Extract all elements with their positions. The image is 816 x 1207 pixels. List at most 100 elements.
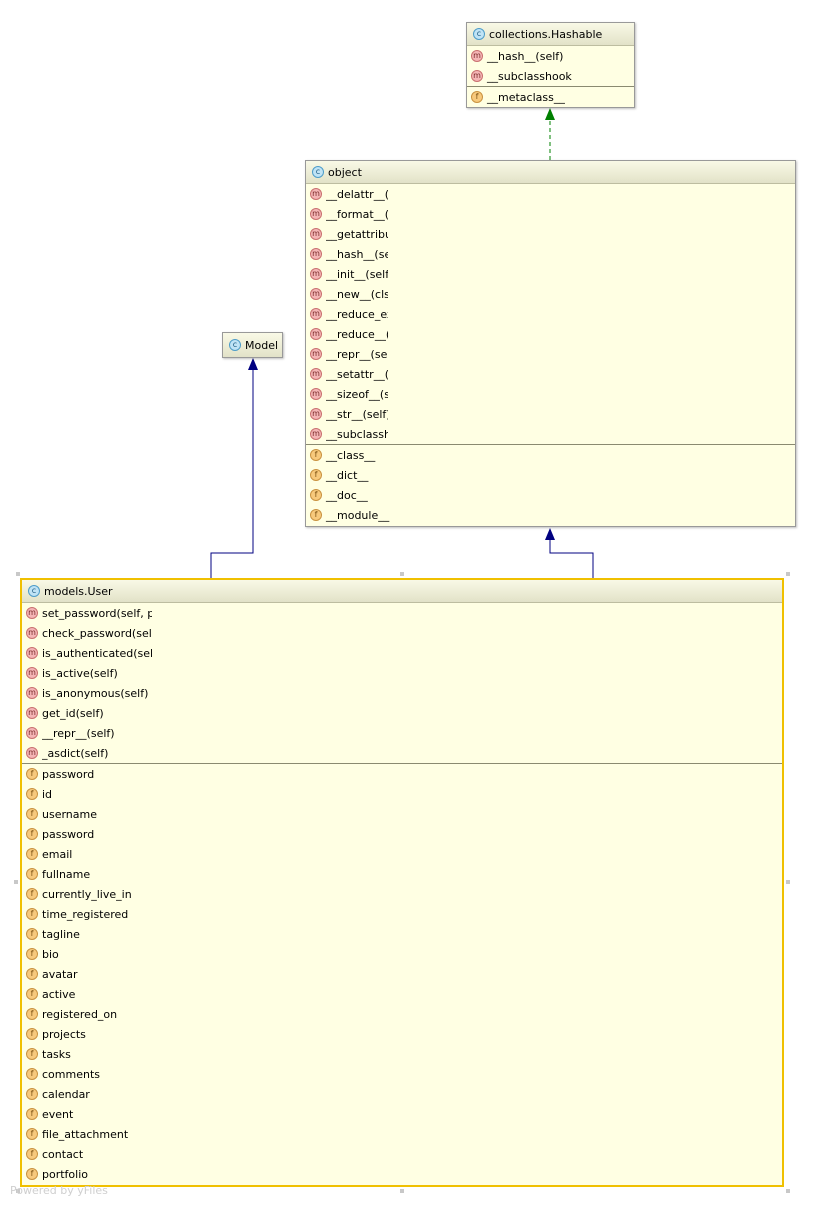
field-row[interactable]: f __class__	[306, 444, 795, 465]
method-row[interactable]: m__repr__(sel	[306, 344, 795, 364]
field-label: id	[42, 787, 53, 801]
field-icon: f	[26, 848, 38, 860]
method-row[interactable]: m is_active(self)	[22, 663, 782, 683]
resize-handle-n[interactable]	[400, 572, 404, 576]
method-icon: m	[26, 627, 38, 639]
resize-handle-nw[interactable]	[16, 572, 20, 576]
field-icon: f	[26, 948, 38, 960]
field-label: tasks	[42, 1047, 71, 1061]
method-row[interactable]: m is_authenticated(self)	[22, 643, 782, 663]
field-label: __class__	[326, 448, 376, 462]
field-row[interactable]: f__module__	[306, 505, 795, 525]
method-row[interactable]: m__reduce_ex	[306, 304, 795, 324]
method-row[interactable]: m__getattribut	[306, 224, 795, 244]
method-icon: m	[26, 667, 38, 679]
field-label: active	[42, 987, 76, 1001]
method-icon: m	[26, 727, 38, 739]
method-row[interactable]: m __hash__(self)	[467, 46, 634, 66]
class-model[interactable]: c Model	[222, 332, 283, 358]
resize-handle-s[interactable]	[400, 1189, 404, 1193]
resize-handle-e[interactable]	[786, 880, 790, 884]
field-row[interactable]: f__dict__	[306, 465, 795, 485]
method-row[interactable]: m__init__(self)	[306, 264, 795, 284]
method-icon: m	[310, 368, 322, 380]
field-icon: f	[310, 469, 322, 481]
field-label: currently_live_in	[42, 887, 132, 901]
field-icon: f	[26, 1068, 38, 1080]
method-icon: m	[26, 647, 38, 659]
field-label: __metaclass__	[487, 90, 565, 104]
resize-handle-w[interactable]	[14, 880, 18, 884]
method-row[interactable]: m__str__(self)	[306, 404, 795, 424]
field-label: tagline	[42, 927, 80, 941]
resize-handle-se[interactable]	[786, 1189, 790, 1193]
method-label: __repr__(sel	[326, 347, 388, 361]
class-collections-hashable[interactable]: c collections.Hashable m__hash__(self) m…	[466, 22, 635, 108]
method-row[interactable]: m__subclasshook	[467, 66, 634, 86]
field-icon: f	[26, 988, 38, 1000]
field-label: registered_on	[42, 1007, 118, 1021]
method-label: __hash__(se	[326, 247, 388, 261]
method-icon: m	[310, 428, 322, 440]
method-row[interactable]: m__sizeof__(s	[306, 384, 795, 404]
method-row[interactable]: m__new__(cls,	[306, 284, 795, 304]
method-label: __getattribut	[326, 227, 388, 241]
watermark: Powered by yFiles	[10, 1184, 108, 1197]
method-label: is_authenticated(self)	[42, 646, 152, 660]
class-name: collections.Hashable	[489, 27, 603, 41]
resize-handle-ne[interactable]	[786, 572, 790, 576]
method-row[interactable]: m_asdict(self)	[22, 743, 782, 763]
field-label: contact	[42, 1147, 84, 1161]
field-icon: f	[310, 449, 322, 461]
field-label: event	[42, 1107, 74, 1121]
field-row[interactable]: f__metaclass__	[467, 86, 634, 107]
method-label: is_active(self)	[42, 666, 118, 680]
method-label: __reduce__(	[326, 327, 388, 341]
method-row[interactable]: m__reduce__(	[306, 324, 795, 344]
class-object[interactable]: c object m__delattr__(s m__format__(s m_…	[305, 160, 796, 527]
method-row[interactable]: m__delattr__(s	[306, 184, 795, 204]
field-row[interactable]: f__doc__	[306, 485, 795, 505]
method-row[interactable]: m__setattr__(	[306, 364, 795, 384]
field-row[interactable]: f tagline	[22, 924, 782, 944]
field-icon: f	[26, 908, 38, 920]
field-label: calendar	[42, 1087, 90, 1101]
method-row[interactable]: m__repr__(self)	[22, 723, 782, 743]
class-header: c models.User	[22, 580, 782, 603]
field-icon: f	[26, 928, 38, 940]
method-icon: m	[26, 707, 38, 719]
method-icon: m	[471, 50, 483, 62]
method-row[interactable]: m__format__(s	[306, 204, 795, 224]
method-row[interactable]: m__subclassho	[306, 424, 795, 444]
method-label: __hash__(self)	[487, 49, 564, 63]
field-icon: f	[26, 768, 38, 780]
field-icon: f	[26, 828, 38, 840]
method-row[interactable]: m__hash__(se	[306, 244, 795, 264]
resize-handle-sw[interactable]	[16, 1189, 20, 1193]
